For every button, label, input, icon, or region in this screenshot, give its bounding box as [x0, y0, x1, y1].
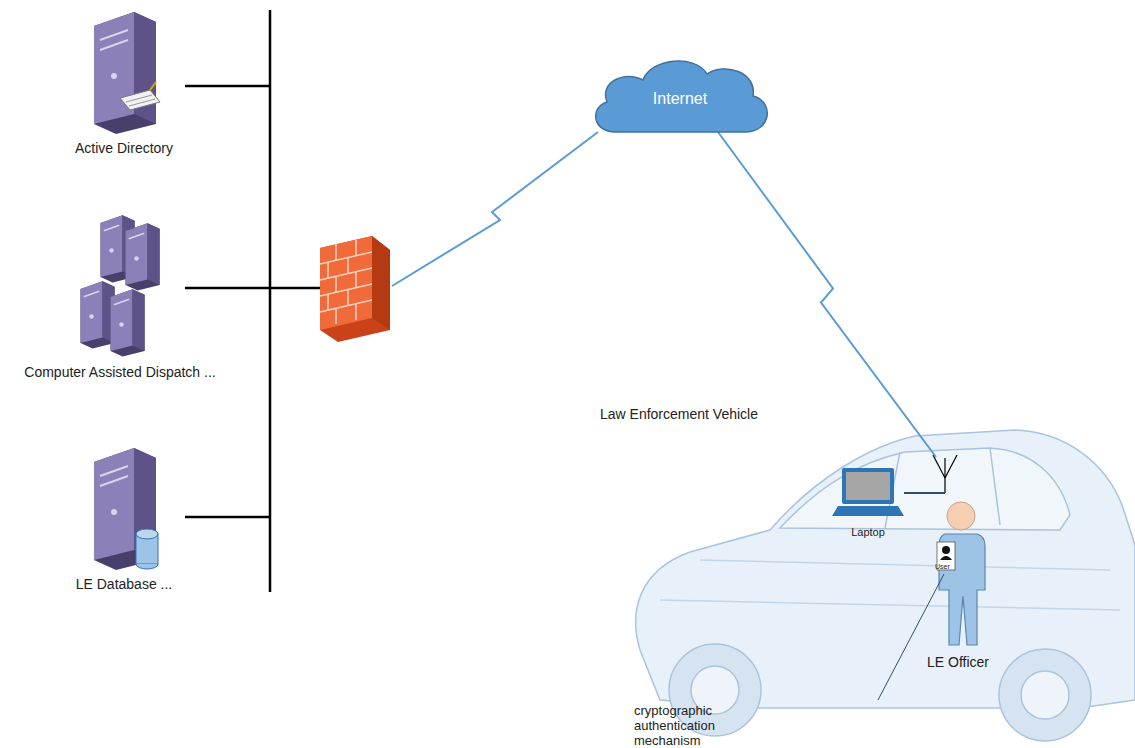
bus-link	[185, 516, 270, 519]
bus-link	[185, 287, 320, 290]
node-icon	[84, 6, 164, 136]
server-node: Active Directory	[71, 6, 177, 157]
node-icon	[923, 500, 993, 650]
node-label: Laptop	[828, 524, 908, 541]
badge-label: User	[935, 563, 950, 571]
car-wheels	[669, 644, 1091, 741]
database-node: LE Database ...	[72, 442, 177, 593]
firewall-icon	[320, 236, 390, 342]
cloud-node: Internet	[585, 52, 775, 140]
leader-line	[878, 574, 944, 700]
callout-note: cryptographic authentication mechanism	[634, 703, 784, 748]
node-icon	[75, 212, 165, 360]
node-label: LE Officer	[919, 654, 997, 671]
node-label: LE Database ...	[72, 576, 177, 593]
antenna-icon	[933, 455, 957, 493]
wireless-link	[392, 132, 598, 286]
laptop-node: Laptop	[828, 466, 908, 541]
node-label: Internet	[585, 90, 775, 107]
officer-node: LE Officer	[919, 500, 997, 671]
node-icon	[84, 442, 164, 572]
node-label: Computer Assisted Dispatch ...	[21, 364, 220, 381]
node-label: Active Directory	[71, 140, 177, 157]
server-cluster-node: Computer Assisted Dispatch ...	[21, 212, 220, 381]
antenna-cable	[904, 492, 945, 493]
node-label: Law Enforcement Vehicle	[600, 406, 758, 423]
network-bus	[269, 10, 272, 592]
node-icon	[832, 466, 904, 520]
wireless-link	[718, 132, 945, 493]
vehicle-region: Law Enforcement VehicleLaptop LE Officer	[590, 402, 1135, 748]
bus-link	[185, 85, 270, 88]
